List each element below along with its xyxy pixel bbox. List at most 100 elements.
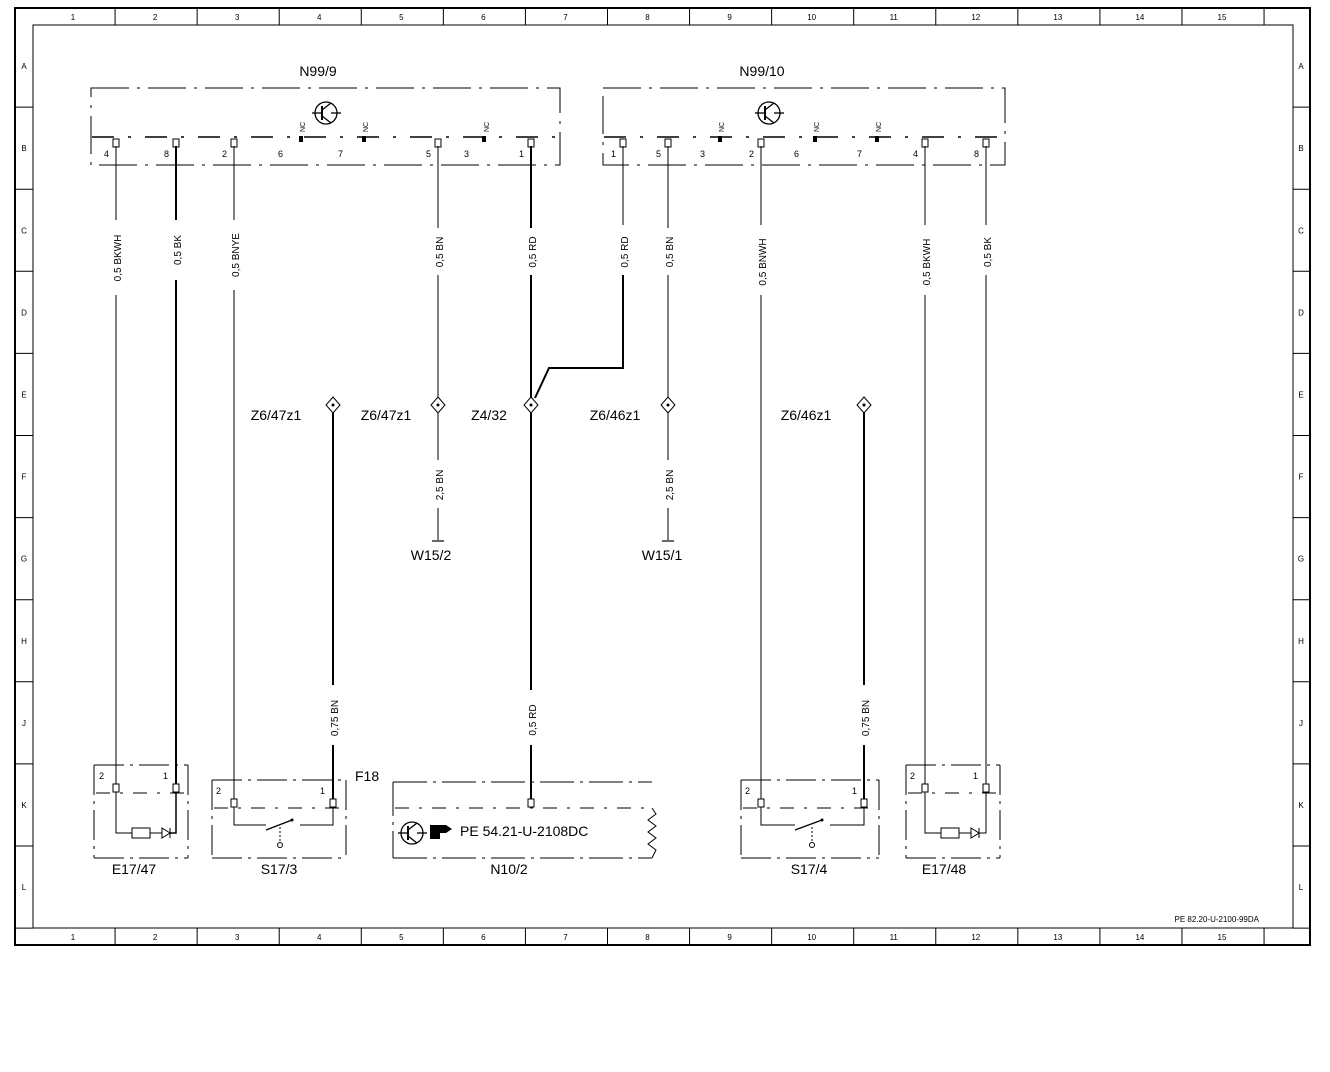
splice-label: Z6/46z1 bbox=[781, 407, 832, 423]
column-label: 14 bbox=[1135, 13, 1144, 22]
wire-label: 0,5 BNYE bbox=[231, 233, 242, 277]
nc-label: NC bbox=[876, 122, 883, 132]
component-name: S17/3 bbox=[261, 861, 298, 877]
pin-terminal bbox=[921, 138, 929, 148]
column-label: 7 bbox=[563, 933, 568, 942]
pin-label: 2 bbox=[749, 149, 754, 159]
component-s17-3: 2 1 F18 S17/3 bbox=[211, 768, 379, 877]
wire-label: 2,5 BN bbox=[665, 470, 676, 501]
ground-label: W15/1 bbox=[642, 547, 683, 563]
component-e17-47: 2 1 E17/47 bbox=[93, 764, 189, 877]
splice-label: Z6/47z1 bbox=[361, 407, 412, 423]
outer-frame bbox=[14, 7, 1311, 946]
splice-icon bbox=[660, 396, 676, 414]
splice-icon bbox=[325, 396, 341, 414]
column-label: 15 bbox=[1218, 13, 1227, 22]
row-label: B bbox=[1298, 144, 1303, 153]
pin-label: 1 bbox=[852, 786, 857, 796]
pin-terminal bbox=[112, 138, 120, 148]
wire-label: 0,5 BK bbox=[173, 235, 184, 265]
column-label: 10 bbox=[807, 13, 816, 22]
column-label: 9 bbox=[727, 933, 732, 942]
splice-label: Z6/47z1 bbox=[251, 407, 302, 423]
column-label: 9 bbox=[727, 13, 732, 22]
column-label: 1 bbox=[71, 933, 76, 942]
module-name: N99/10 bbox=[739, 63, 784, 79]
row-label: J bbox=[1299, 719, 1303, 728]
column-label: 5 bbox=[399, 13, 404, 22]
row-label: E bbox=[21, 390, 26, 399]
splice-points: Z6/47z1 Z6/47z1 Z4/32 Z6/46z1 Z6/46z1 bbox=[251, 396, 872, 423]
wire-label: 0,5 RD bbox=[528, 236, 539, 267]
pin-label: 5 bbox=[656, 149, 661, 159]
column-label: 7 bbox=[563, 13, 568, 22]
pin-terminal bbox=[982, 138, 990, 148]
resistor-icon bbox=[131, 827, 151, 839]
resistor-icon bbox=[940, 827, 960, 839]
pin-terminal bbox=[172, 138, 180, 148]
grid-ticks bbox=[15, 8, 1310, 945]
column-label: 15 bbox=[1218, 933, 1227, 942]
nc-label: NC bbox=[719, 122, 726, 132]
column-label: 2 bbox=[153, 13, 158, 22]
wire-label: 0,5 RD bbox=[620, 236, 631, 267]
ground-points: W15/2 W15/1 bbox=[411, 540, 683, 563]
wire-label: 0,75 BN bbox=[861, 700, 872, 736]
row-label: C bbox=[21, 226, 27, 235]
pin-label: 1 bbox=[163, 771, 168, 781]
row-label: L bbox=[1299, 883, 1304, 892]
column-label: 12 bbox=[971, 933, 980, 942]
row-label: G bbox=[1298, 555, 1304, 564]
component-name: E17/48 bbox=[922, 861, 967, 877]
row-label: D bbox=[21, 308, 27, 317]
transistor-icon bbox=[755, 101, 784, 125]
fuse-label: F18 bbox=[355, 768, 379, 784]
column-label: 3 bbox=[235, 933, 240, 942]
component-name: S17/4 bbox=[791, 861, 828, 877]
pin-terminal bbox=[527, 138, 535, 148]
led-icon bbox=[970, 827, 980, 839]
pin-terminal bbox=[664, 138, 672, 148]
row-label: K bbox=[21, 801, 27, 810]
pin-label: 4 bbox=[104, 149, 109, 159]
row-label: B bbox=[21, 144, 26, 153]
pin-label: 1 bbox=[973, 771, 978, 781]
row-label: K bbox=[1298, 801, 1304, 810]
nc-label: NC bbox=[363, 122, 370, 132]
wire-label: 0,75 BN bbox=[330, 700, 341, 736]
column-label: 2 bbox=[153, 933, 158, 942]
component-e17-48: 2 1 E17/48 bbox=[905, 764, 1001, 877]
pin-label: 2 bbox=[99, 771, 104, 781]
column-label: 5 bbox=[399, 933, 404, 942]
wire-label: 0,5 BK bbox=[983, 237, 994, 267]
pin-label: 6 bbox=[794, 149, 799, 159]
nc-label: NC bbox=[814, 122, 821, 132]
splice-icon bbox=[856, 396, 872, 414]
pin-label: 2 bbox=[222, 149, 227, 159]
led-icon bbox=[161, 827, 171, 839]
pin-label: 1 bbox=[611, 149, 616, 159]
component-name: E17/47 bbox=[112, 861, 157, 877]
inner-frame bbox=[32, 24, 1294, 929]
splice-label: Z4/32 bbox=[471, 407, 507, 423]
pin-label: 4 bbox=[913, 149, 918, 159]
pin-label: 5 bbox=[426, 149, 431, 159]
transistor-icon bbox=[312, 101, 341, 125]
splice-icon bbox=[523, 396, 539, 414]
nc-markers: NC NC NC NC NC NC bbox=[299, 122, 883, 142]
pin-label: 2 bbox=[216, 786, 221, 796]
row-label: A bbox=[1298, 62, 1304, 71]
row-label: G bbox=[21, 555, 27, 564]
reference-hand-icon bbox=[430, 825, 452, 839]
pin-label: 2 bbox=[910, 771, 915, 781]
splice-icon bbox=[430, 396, 446, 414]
column-label: 6 bbox=[481, 933, 486, 942]
document-code: PE 82.20-U-2100-99DA bbox=[1175, 915, 1260, 924]
row-label: A bbox=[21, 62, 27, 71]
column-label: 13 bbox=[1053, 13, 1062, 22]
wire-label: 0,5 BN bbox=[665, 237, 676, 268]
row-label: H bbox=[21, 637, 27, 646]
pin-label: 3 bbox=[700, 149, 705, 159]
